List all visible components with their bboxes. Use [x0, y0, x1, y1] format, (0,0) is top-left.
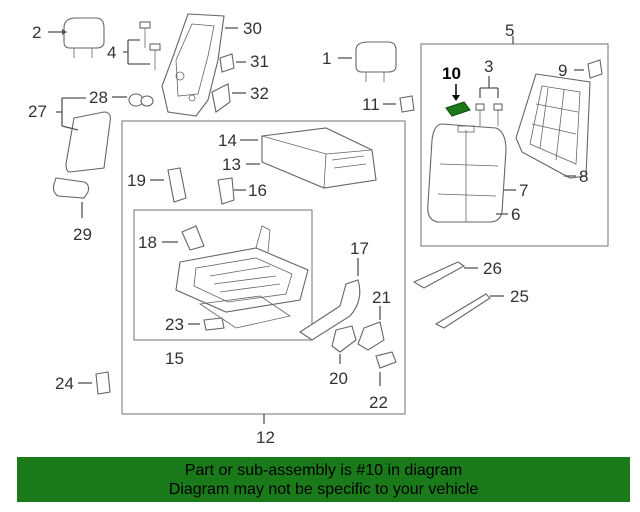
- label-17: 17: [350, 239, 369, 258]
- label-2: 2: [32, 23, 41, 42]
- label-4: 4: [107, 43, 116, 62]
- part-20-cover[interactable]: [331, 325, 357, 353]
- label-22: 22: [369, 393, 388, 412]
- label-27: 27: [28, 102, 47, 121]
- banner-line-2: Diagram may not be specific to your vehi…: [168, 481, 479, 498]
- label-1: 1: [322, 49, 331, 68]
- part-28-guide[interactable]: [128, 93, 154, 107]
- part-9-cap[interactable]: [587, 59, 603, 79]
- part-24-clip[interactable]: [95, 371, 111, 395]
- part-31-bracket[interactable]: [219, 53, 235, 73]
- part-2-headrest[interactable]: [63, 17, 105, 58]
- part-15-seat-frame[interactable]: [175, 225, 309, 329]
- label-5: 5: [505, 21, 514, 40]
- part-18-hinge[interactable]: [181, 225, 205, 251]
- part-32-cover[interactable]: [211, 83, 231, 113]
- label-30: 30: [243, 19, 262, 38]
- label-26: 26: [483, 259, 502, 278]
- part-10-headrest-guide-highlighted[interactable]: [445, 101, 471, 117]
- label-28: 28: [89, 88, 108, 107]
- info-banner: Part or sub-assembly is #10 in diagram D…: [17, 457, 630, 502]
- label-32: 32: [250, 84, 269, 103]
- part-21-lever[interactable]: [357, 321, 385, 351]
- part-1-headrest[interactable]: [355, 41, 397, 82]
- part-30-seatback-frame[interactable]: [161, 13, 225, 117]
- label-13: 13: [222, 155, 241, 174]
- group-box-15: [133, 209, 313, 341]
- label-10: 10: [442, 64, 461, 83]
- part-7-seatback[interactable]: [427, 123, 507, 223]
- label-9: 9: [558, 61, 567, 80]
- part-25-rail-cover[interactable]: [434, 293, 491, 329]
- part-23-pad[interactable]: [203, 317, 225, 331]
- label-8: 8: [579, 167, 588, 186]
- label-7: 7: [519, 181, 528, 200]
- part-16-cover[interactable]: [217, 177, 235, 205]
- label-18: 18: [138, 233, 157, 252]
- label-16: 16: [248, 181, 267, 200]
- label-21: 21: [372, 288, 391, 307]
- banner-line-1: Part or sub-assembly is #10 in diagram: [184, 462, 463, 479]
- label-25: 25: [510, 287, 529, 306]
- label-29: 29: [73, 225, 92, 244]
- label-24: 24: [55, 374, 74, 393]
- label-19: 19: [127, 171, 146, 190]
- part-27-armrest[interactable]: [65, 111, 111, 173]
- label-3: 3: [484, 57, 493, 76]
- parts-diagram: 2 4 30 31 32 28 27 29: [28, 13, 609, 447]
- label-6: 6: [511, 205, 520, 224]
- label-15: 15: [165, 349, 184, 368]
- part-11-clip[interactable]: [399, 95, 415, 113]
- part-4-bolts[interactable]: [139, 21, 161, 70]
- label-14: 14: [218, 131, 237, 150]
- part-17-side-trim[interactable]: [298, 279, 361, 341]
- label-12: 12: [256, 428, 275, 447]
- group-box-5: [420, 43, 609, 247]
- part-29-cap[interactable]: [52, 177, 90, 199]
- label-20: 20: [329, 369, 348, 388]
- label-11: 11: [362, 95, 380, 114]
- part-13-14-seat-cushion[interactable]: [261, 127, 377, 189]
- label-31: 31: [250, 52, 269, 71]
- part-22-handle[interactable]: [375, 351, 397, 369]
- label-23: 23: [165, 315, 184, 334]
- part-8-seatback-frame[interactable]: [515, 73, 591, 179]
- part-26-rail-cover[interactable]: [412, 261, 466, 289]
- part-19-cover[interactable]: [167, 167, 187, 203]
- part-3-bolts[interactable]: [475, 103, 503, 126]
